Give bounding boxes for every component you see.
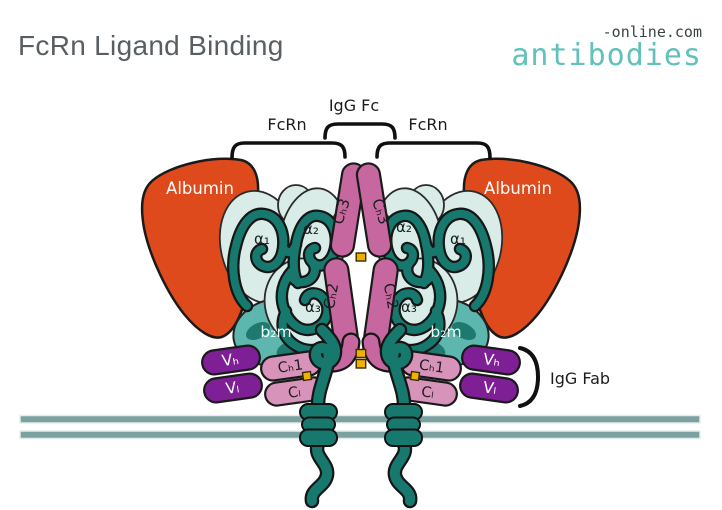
alpha2-label-left: α₂ bbox=[303, 220, 319, 238]
disulfide-bond-hinge bbox=[355, 358, 367, 369]
igg-fab-bracket bbox=[518, 346, 541, 408]
alpha3-label-right: α₃ bbox=[401, 298, 417, 316]
alpha1-label-left: α₁ bbox=[254, 230, 270, 248]
fcrn-bracket-left bbox=[230, 141, 347, 160]
cl-label-right: Cₗ bbox=[420, 384, 435, 402]
logo-suffix-text: -online.com bbox=[602, 23, 702, 41]
igg-fab-label: IgG Fab bbox=[550, 369, 610, 388]
logo-main-text: antibodies bbox=[511, 38, 702, 73]
alpha1-label-right: α₁ bbox=[450, 230, 466, 248]
antibodies-online-logo: -online.com antibodies bbox=[511, 24, 702, 71]
cl-label-left: Cₗ bbox=[287, 384, 302, 402]
b2m-label-left: b₂m bbox=[260, 323, 291, 341]
page-title: FcRn Ligand Binding bbox=[18, 30, 284, 61]
vh-label-right: Vₕ bbox=[482, 350, 501, 370]
fcrn-bracket-right bbox=[375, 141, 492, 160]
vl-label-right: Vₗ bbox=[482, 378, 498, 398]
membrane-inner-leaflet bbox=[19, 430, 701, 440]
disulfide-bond-ch1-cl bbox=[301, 370, 313, 382]
disulfide-bond-hinge bbox=[355, 348, 367, 359]
albumin-label-right: Albumin bbox=[484, 179, 552, 198]
fcrn-label-left: FcRn bbox=[267, 115, 306, 134]
b2m-label-right: b₂m bbox=[430, 323, 461, 341]
b2m-accent bbox=[245, 321, 271, 341]
ch3-domain-pill bbox=[329, 162, 367, 258]
alpha2-label-right: α₂ bbox=[396, 218, 412, 236]
vl-label-left: Vₗ bbox=[225, 378, 241, 398]
disulfide-bond-fc-upper bbox=[355, 252, 367, 262]
membrane-outer-leaflet bbox=[19, 414, 701, 424]
igg-fc-label: IgG Fc bbox=[329, 96, 379, 115]
ch2-label-left: Cₕ2 bbox=[320, 282, 342, 311]
transmembrane-helix-segment bbox=[299, 428, 338, 447]
fcrn-label-right: FcRn bbox=[408, 115, 447, 134]
albumin-label-left: Albumin bbox=[166, 179, 234, 198]
ch2-label-right: Cₕ2 bbox=[380, 282, 402, 311]
vh-label-left: Vₕ bbox=[221, 350, 240, 370]
ch1-label-left: Cₕ1 bbox=[277, 357, 304, 376]
vh-domain-pill bbox=[201, 344, 261, 376]
igg-fc-bracket bbox=[323, 122, 397, 140]
fcrn-stem bbox=[306, 325, 340, 506]
fcrn-complex-left bbox=[140, 157, 367, 509]
ch1-label-right: Cₕ1 bbox=[418, 357, 445, 376]
vl-domain-pill bbox=[203, 372, 263, 404]
alpha3-label-left: α₃ bbox=[305, 298, 321, 316]
